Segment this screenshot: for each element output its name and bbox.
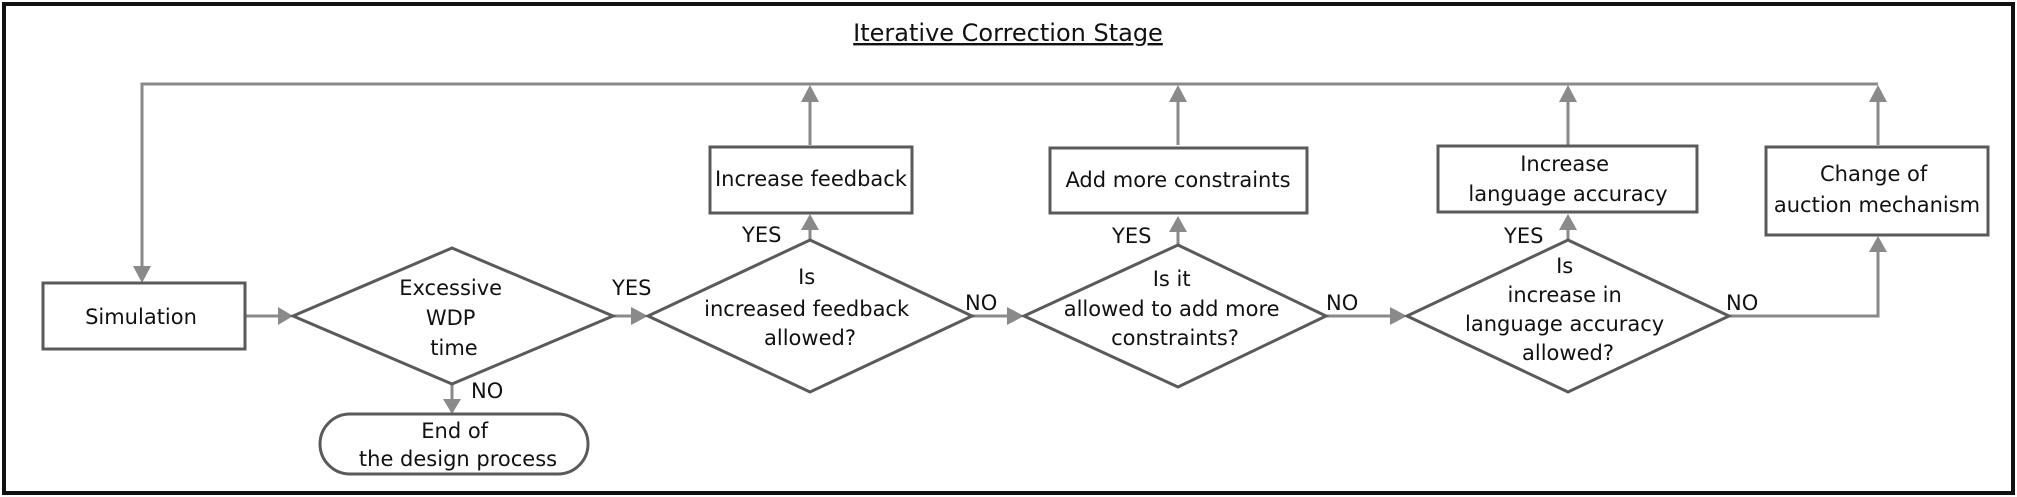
label-constraints-no: NO bbox=[1326, 291, 1358, 315]
node-change-auction-mechanism bbox=[1764, 145, 1990, 237]
arrowhead-bus-3 bbox=[1559, 85, 1577, 102]
label-excessive-yes: YES bbox=[611, 276, 651, 300]
label-feedback-yes: YES bbox=[741, 223, 781, 247]
decision-feedback-label: Is increased feedback allowed? bbox=[704, 265, 916, 350]
label-excessive-no: NO bbox=[471, 379, 503, 403]
arrowhead-add-constraints bbox=[1169, 216, 1187, 232]
arrowhead-q-constraints bbox=[1007, 307, 1024, 325]
arrowhead-bus-1 bbox=[801, 85, 819, 102]
node-increase-language-accuracy bbox=[1436, 144, 1699, 214]
arrowhead-bus-2 bbox=[1169, 85, 1187, 102]
decision-excessive-wdp-time bbox=[289, 246, 617, 386]
arrowhead-excessive bbox=[278, 307, 293, 325]
decision-language-label: Is increase in language accuracy allowed… bbox=[1465, 254, 1671, 365]
decision-add-constraints bbox=[1020, 243, 1330, 389]
node-add-constraints-label: Add more constraints bbox=[1065, 168, 1290, 192]
terminator-end-of-design-process bbox=[318, 412, 590, 476]
arrowhead-q-language bbox=[1390, 307, 1407, 325]
arrowhead-increase-language bbox=[1559, 214, 1577, 230]
arrowhead-change-auction bbox=[1869, 236, 1887, 252]
label-feedback-no: NO bbox=[965, 291, 997, 315]
feedback-loop-line bbox=[140, 82, 1878, 270]
node-add-more-constraints bbox=[1048, 146, 1309, 215]
label-language-yes: YES bbox=[1503, 224, 1543, 248]
arrowhead-to-simulation bbox=[133, 266, 151, 283]
arrowhead-increase-feedback bbox=[801, 214, 819, 230]
node-simulation bbox=[41, 281, 247, 351]
diagram-title: Iterative Correction Stage bbox=[853, 19, 1163, 47]
edge-language-no bbox=[1729, 250, 1880, 318]
node-increase-language-label: Increase language accuracy bbox=[1468, 152, 1667, 206]
arrowhead-end bbox=[443, 399, 461, 414]
node-change-auction-label: Change of auction mechanism bbox=[1774, 162, 1980, 217]
decision-excessive-label: Excessive WDP time bbox=[399, 276, 509, 360]
terminator-end-label: End of the design process bbox=[359, 419, 557, 471]
decision-increased-feedback bbox=[644, 238, 976, 394]
node-increase-feedback-label: Increase feedback bbox=[715, 167, 908, 191]
decision-constraints-label: Is it allowed to add more constraints? bbox=[1064, 267, 1287, 350]
label-language-no: NO bbox=[1726, 291, 1758, 315]
arrowhead-bus-4 bbox=[1869, 85, 1887, 102]
label-constraints-yes: YES bbox=[1111, 224, 1151, 248]
decision-language-accuracy bbox=[1403, 238, 1733, 394]
arrowhead-q-feedback bbox=[631, 307, 648, 325]
node-simulation-label: Simulation bbox=[85, 305, 197, 329]
node-increase-feedback bbox=[708, 145, 914, 215]
